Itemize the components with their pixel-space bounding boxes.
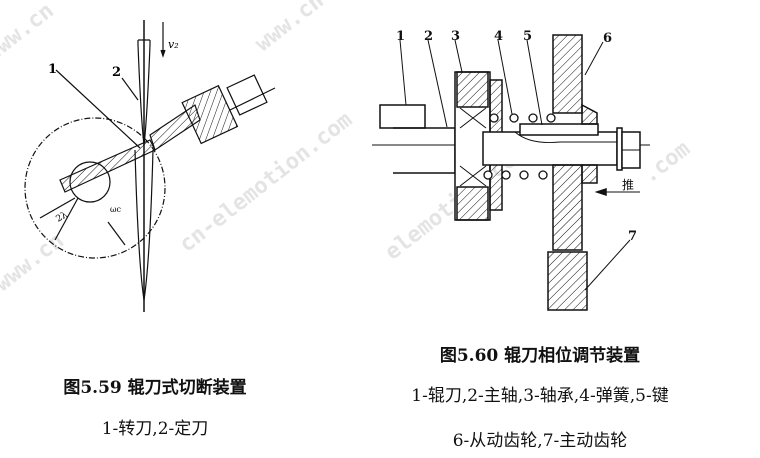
label-driven-gear: 6 (603, 31, 612, 46)
label-spring: 4 (494, 29, 503, 44)
figure-559-legend: 1-转刀,2-定刀 (101, 419, 209, 439)
label-part-1: 1 (48, 62, 57, 77)
figure-559-drawing (24, 20, 276, 312)
figure-560-legend-line1: 1-辊刀,2-主轴,3-轴承,4-弹簧,5-键 (411, 386, 669, 406)
figure-559-title: 图5.59 辊刀式切断装置 (63, 378, 247, 398)
label-bearing: 3 (451, 29, 460, 44)
label-radius: 2λ (55, 210, 70, 225)
figure-560-legend-line2: 6-从动齿轮,7-主动齿轮 (452, 431, 628, 451)
label-key: 5 (523, 29, 532, 44)
label-velocity: v₂ (168, 38, 179, 51)
figure-560-drawing (372, 34, 650, 311)
label-roller-blade: 1 (396, 29, 405, 44)
label-driving-gear: 7 (628, 229, 637, 244)
label-angle: ωc (110, 205, 122, 214)
label-main-shaft: 2 (424, 29, 433, 44)
label-part-2: 2 (112, 65, 121, 80)
figure-560-title: 图5.60 辊刀相位调节装置 (439, 346, 641, 366)
label-push: 推 (622, 178, 634, 192)
